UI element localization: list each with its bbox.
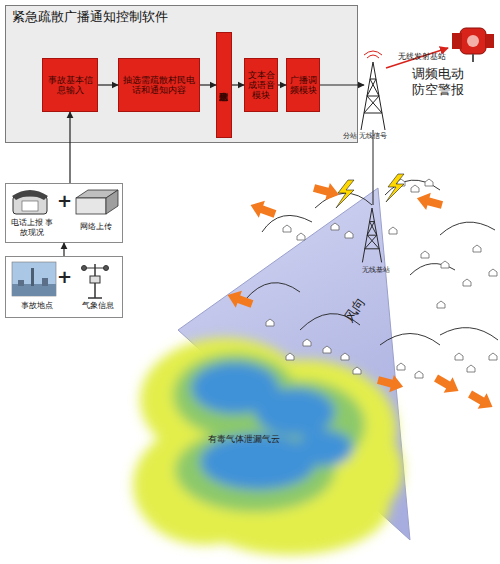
plus-sign: + [57,266,71,288]
node-text: 事故基本信息输入 [43,75,97,95]
node-text: 抽选需疏散村民电话和通知内容 [119,75,199,95]
node-text: 电话上报 事故现况 [8,218,56,237]
node-text: 气象信息 [76,301,120,311]
radio-tower [362,208,381,262]
flow-arrow [278,84,286,85]
node-text: 文本合成语音模块 [245,70,277,101]
flow-arrow [63,243,64,256]
city-photo [12,262,56,296]
panel-title: 紧急疏散广播通知控制软件 [12,9,252,25]
phone-icon [12,190,48,214]
siren-label: 调频电动防空警报 [410,66,466,97]
lightning [386,174,404,202]
lightning [336,180,354,208]
signal-line [373,130,374,205]
flow-arrow [98,84,118,85]
node-text: 网络上传 [72,222,120,232]
evacuation-arrow [224,179,497,414]
process-box: 事故基本信息输入 [42,58,98,112]
network-device-icon [76,190,118,214]
gas-cloud [133,338,403,555]
node-text: 广播调频模块 [287,75,319,95]
node-text: 事故地点 [14,301,60,311]
flow-arrow [69,112,70,183]
radio-tower [361,51,385,130]
broadcast-arrow [320,84,364,85]
range-arc [245,180,498,345]
software-panel: 紧急疏散广播通知控制软件事故基本信息输入 抽选需疏散村民电话和通知内容 信息发送队列… [5,5,358,143]
wind-label: 风向 [339,291,371,328]
signal-label: 分站 无线信号 [330,132,400,140]
wind-cone [178,188,410,540]
plus-sign: + [57,190,71,212]
station-label: 无线发射基站 [386,52,458,62]
weather-station-icon [82,264,109,298]
queue-box: 信息发送队列 [216,32,232,138]
process-box: 抽选需疏散村民电话和通知内容 [118,58,200,112]
siren-icon [452,28,494,62]
process-box: 文本合成语音模块 [244,58,278,112]
process-box: 广播调频模块 [286,58,320,112]
station-label: 无线基站 [356,266,396,274]
house [266,179,497,378]
flow-arrow [200,84,216,85]
cloud-label: 有毒气体泄漏气云 [198,434,290,445]
flow-arrow [232,84,244,85]
